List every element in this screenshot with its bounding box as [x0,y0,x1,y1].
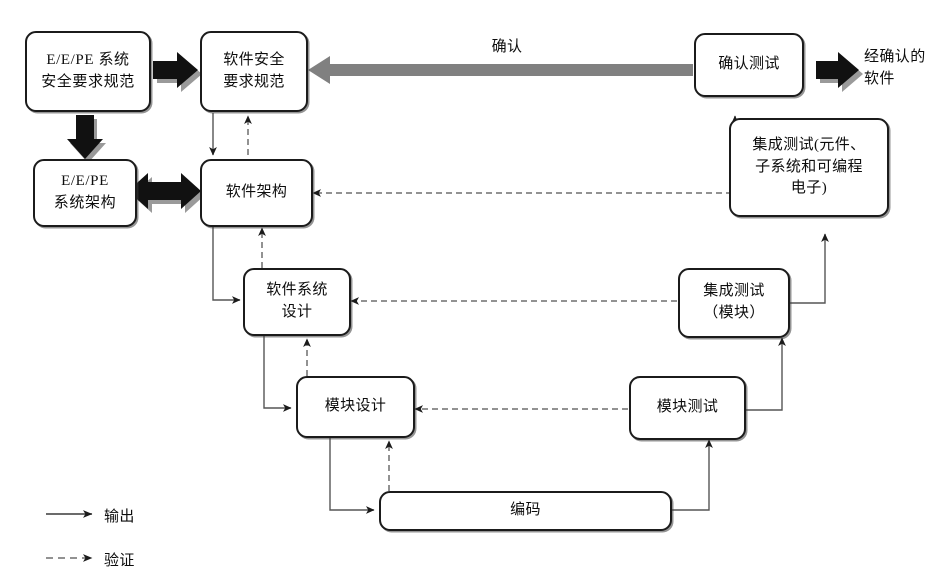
edge-system-design-to-module-design [263,335,292,412]
node-software-system-design[interactable]: 软件系统 设计 [243,268,351,336]
node-software-architecture-label: 软件架构 [225,184,288,201]
block-arrow-eepe-architecture-to-software-architecture [128,173,205,213]
node-module-test[interactable]: 模块测试 [629,376,746,440]
node-software-safety-requirements[interactable]: 软件安全 要求规范 [200,31,308,112]
node-integration-test-module[interactable]: 集成测试 （模块） [678,268,790,338]
node-coding-label: 编码 [510,502,541,519]
legend-verification-label: 验证 [104,553,135,569]
node-module-design-label: 模块设计 [324,398,387,415]
node-software-architecture[interactable]: 软件架构 [200,159,313,227]
node-eepe-system-architecture[interactable]: E/E/PE 系统架构 [33,159,137,227]
node-eepe-system-architecture-label: E/E/PE 系统架构 [53,173,117,211]
block-arrow-eepe-req-to-eepe-architecture [67,115,106,163]
node-eepe-safety-requirements[interactable]: E/E/PE 系统 安全要求规范 [25,31,151,112]
label-validation: 确认 [491,39,523,55]
block-arrow-validation-test-to-validated-software [816,52,863,92]
validation-arrow [308,56,693,84]
edge-integration-module-to-integration-components [790,233,829,304]
node-software-safety-requirements-label: 软件安全 要求规范 [223,51,285,90]
node-coding[interactable]: 编码 [379,491,672,531]
node-validation-test[interactable]: 确认测试 [694,33,804,97]
block-arrow-eepe-req-to-software-req [153,52,202,92]
node-eepe-safety-requirements-label: E/E/PE 系统 安全要求规范 [41,51,135,90]
legend-output-label: 输出 [104,509,135,525]
edge-architecture-to-system-design [212,224,241,304]
node-integration-test-components[interactable]: 集成测试(元件、 子系统和可编程 电子) [729,118,889,217]
edge-coding-to-module-test [672,439,713,511]
node-validation-test-label: 确认测试 [718,56,780,73]
node-software-system-design-label: 软件系统 设计 [266,282,328,320]
edge-module-design-to-coding [329,437,375,514]
node-integration-test-components-label: 集成测试(元件、 子系统和可编程 电子) [752,136,866,197]
label-validated-software: 经确认的 软件 [864,49,926,87]
edge-module-test-to-integration-module [746,337,786,411]
node-module-design[interactable]: 模块设计 [296,376,415,438]
node-integration-test-module-label: 集成测试 （模块） [703,283,765,321]
node-module-test-label: 模块测试 [656,399,719,416]
